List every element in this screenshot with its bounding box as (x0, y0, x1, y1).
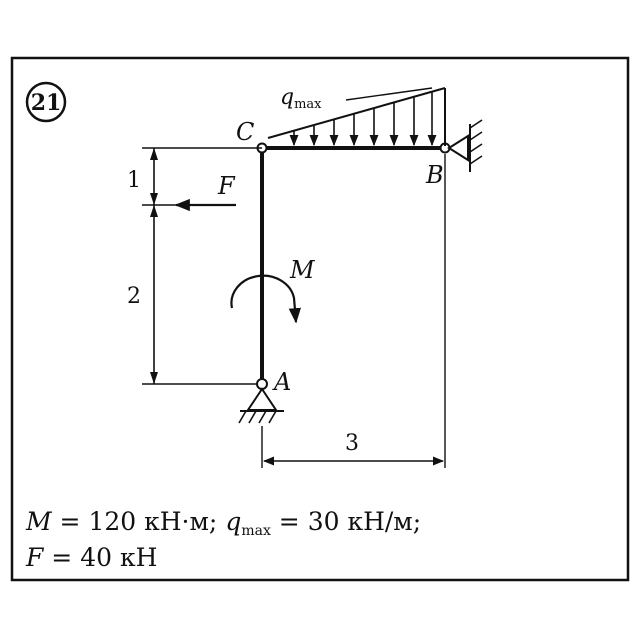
problem-number-circle (25, 81, 67, 123)
dimension-height-lower: 2 (127, 284, 141, 309)
force-f-label: F (217, 172, 236, 200)
label-b: B (425, 161, 444, 189)
moment-m-label: M (289, 256, 316, 284)
qmax-leader (345, 87, 433, 101)
vertical-dimension (142, 147, 262, 385)
distributed-load (267, 87, 446, 147)
support-b (447, 119, 483, 172)
label-c: C (236, 118, 254, 146)
problem-number: 21 (31, 90, 62, 116)
pin-support-a (238, 387, 284, 424)
label-a: A (272, 368, 291, 396)
moment-m-arrow (230, 274, 301, 324)
horizontal-dimension (261, 154, 446, 468)
dimension-height-upper: 1 (127, 168, 141, 193)
problem-border (10, 56, 630, 582)
dimension-span: 3 (345, 431, 359, 456)
given-line-2: F = 40 кН (25, 543, 157, 572)
qmax-label: qmax (280, 85, 322, 112)
given-line-1: M = 120 кН·м; qmax = 30 кН/м; (25, 507, 421, 539)
